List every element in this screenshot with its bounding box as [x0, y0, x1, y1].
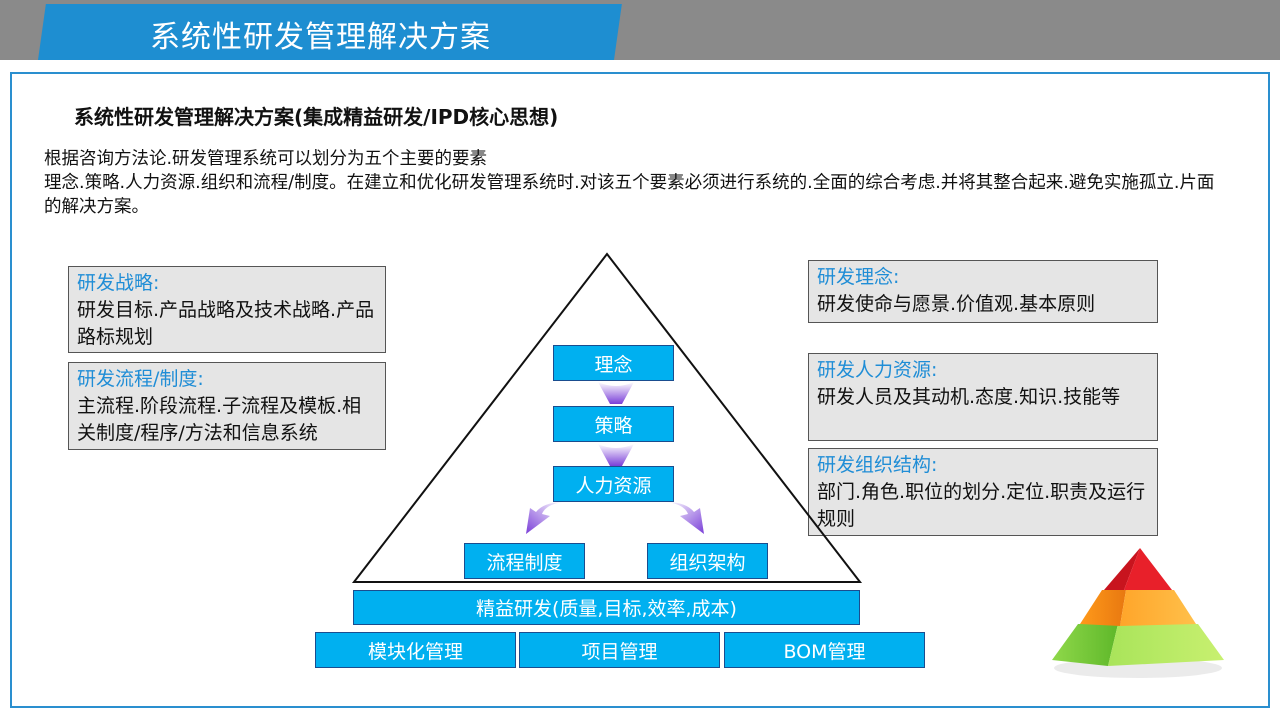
node-strategy: 策略: [553, 406, 674, 442]
intro-line-1: 根据咨询方法论.研发管理系统可以划分为五个主要的要素: [44, 149, 488, 169]
arrow-down-icon: [598, 444, 634, 466]
box-title: 研发战略:: [77, 272, 160, 294]
arrow-down-left-icon: [526, 502, 564, 534]
box-body: 主流程.阶段流程.子流程及模板.相关制度/程序/方法和信息系统: [77, 395, 362, 444]
arrow-down-icon: [598, 382, 634, 404]
box-body: 部门.角色.职位的划分.定位.职责及运行规则: [817, 481, 1146, 530]
base-bar-lean-rd: 精益研发(质量,目标,效率,成本): [353, 590, 860, 625]
node-concept: 理念: [553, 345, 674, 381]
box-body: 研发人员及其动机.态度.知识.技能等: [817, 386, 1121, 408]
box-rd-hr: 研发人力资源: 研发人员及其动机.态度.知识.技能等: [808, 353, 1158, 441]
box-title: 研发流程/制度:: [77, 368, 204, 390]
content-frame: [10, 72, 1270, 708]
section-heading: 系统性研发管理解决方案(集成精益研发/IPD核心思想): [74, 105, 559, 129]
foundation-modular: 模块化管理: [315, 632, 516, 668]
foundation-project: 项目管理: [519, 632, 720, 668]
framework-triangle: [351, 252, 863, 583]
box-rd-org: 研发组织结构: 部门.角色.职位的划分.定位.职责及运行规则: [808, 448, 1158, 536]
box-rd-process: 研发流程/制度: 主流程.阶段流程.子流程及模板.相关制度/程序/方法和信息系统: [68, 362, 386, 450]
box-title: 研发人力资源:: [817, 359, 938, 381]
node-process: 流程制度: [464, 543, 585, 579]
box-rd-strategy: 研发战略: 研发目标.产品战略及技术战略.产品路标规划: [68, 266, 386, 353]
box-title: 研发组织结构:: [817, 454, 938, 476]
arrow-down-right-icon: [666, 502, 704, 534]
box-body: 研发目标.产品战略及技术战略.产品路标规划: [77, 299, 375, 348]
slide-title: 系统性研发管理解决方案: [150, 20, 491, 55]
intro-text: 根据咨询方法论.研发管理系统可以划分为五个主要的要素 理念.策略.人力资源.组织…: [44, 147, 1224, 219]
intro-line-2: 理念.策略.人力资源.组织和流程/制度。在建立和优化研发管理系统时.对该五个要素…: [44, 173, 1215, 217]
box-title: 研发理念:: [817, 266, 900, 288]
box-body: 研发使命与愿景.价值观.基本原则: [817, 293, 1096, 315]
foundation-bom: BOM管理: [724, 632, 925, 668]
pyramid-graphic-icon: [1052, 548, 1224, 678]
node-org: 组织架构: [647, 543, 768, 579]
node-hr: 人力资源: [553, 466, 674, 502]
box-rd-concept: 研发理念: 研发使命与愿景.价值观.基本原则: [808, 260, 1158, 323]
